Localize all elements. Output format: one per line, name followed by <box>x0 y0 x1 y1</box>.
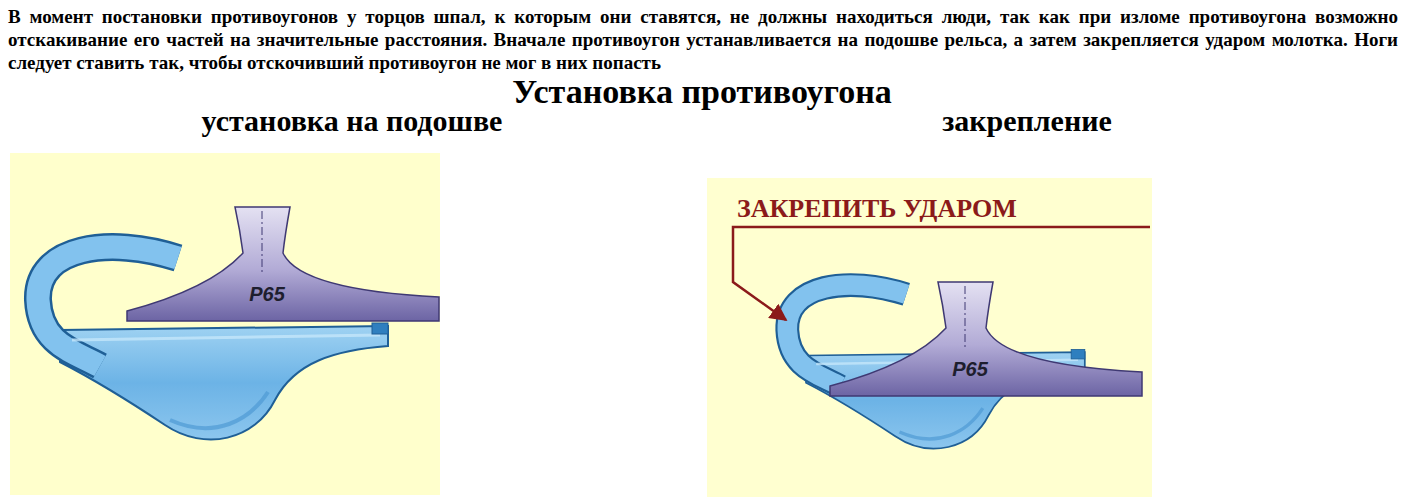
panel-ground <box>707 178 1152 497</box>
anti-creeper <box>38 247 388 439</box>
panel-heading: закрепление <box>942 103 1112 139</box>
note-text: В момент постановки противоугонов у торц… <box>8 5 1398 74</box>
panel-heading: установка на подошве <box>202 103 503 139</box>
rail-shape <box>127 207 439 321</box>
rail-shape <box>830 282 1142 396</box>
callout-text: ЗАКРЕПИТЬ УДАРОМ <box>737 194 1017 224</box>
axis-line <box>262 211 263 275</box>
rail-type: Р65 <box>952 358 988 380</box>
leader-line <box>733 227 1150 320</box>
illustration-panel: закреплениеЗАКРЕПИТЬ УДАРОМР65 <box>707 178 1152 497</box>
axis-line <box>965 286 966 350</box>
illustration-panel: установка на подошвеР65 <box>10 153 440 495</box>
panel-ground <box>10 153 440 495</box>
rail-profile: Р65 <box>828 280 1144 398</box>
rail-outline <box>125 205 441 323</box>
rail-profile: Р65 <box>125 205 441 323</box>
rail-outline <box>828 280 1144 398</box>
rail-type: Р65 <box>249 283 285 305</box>
